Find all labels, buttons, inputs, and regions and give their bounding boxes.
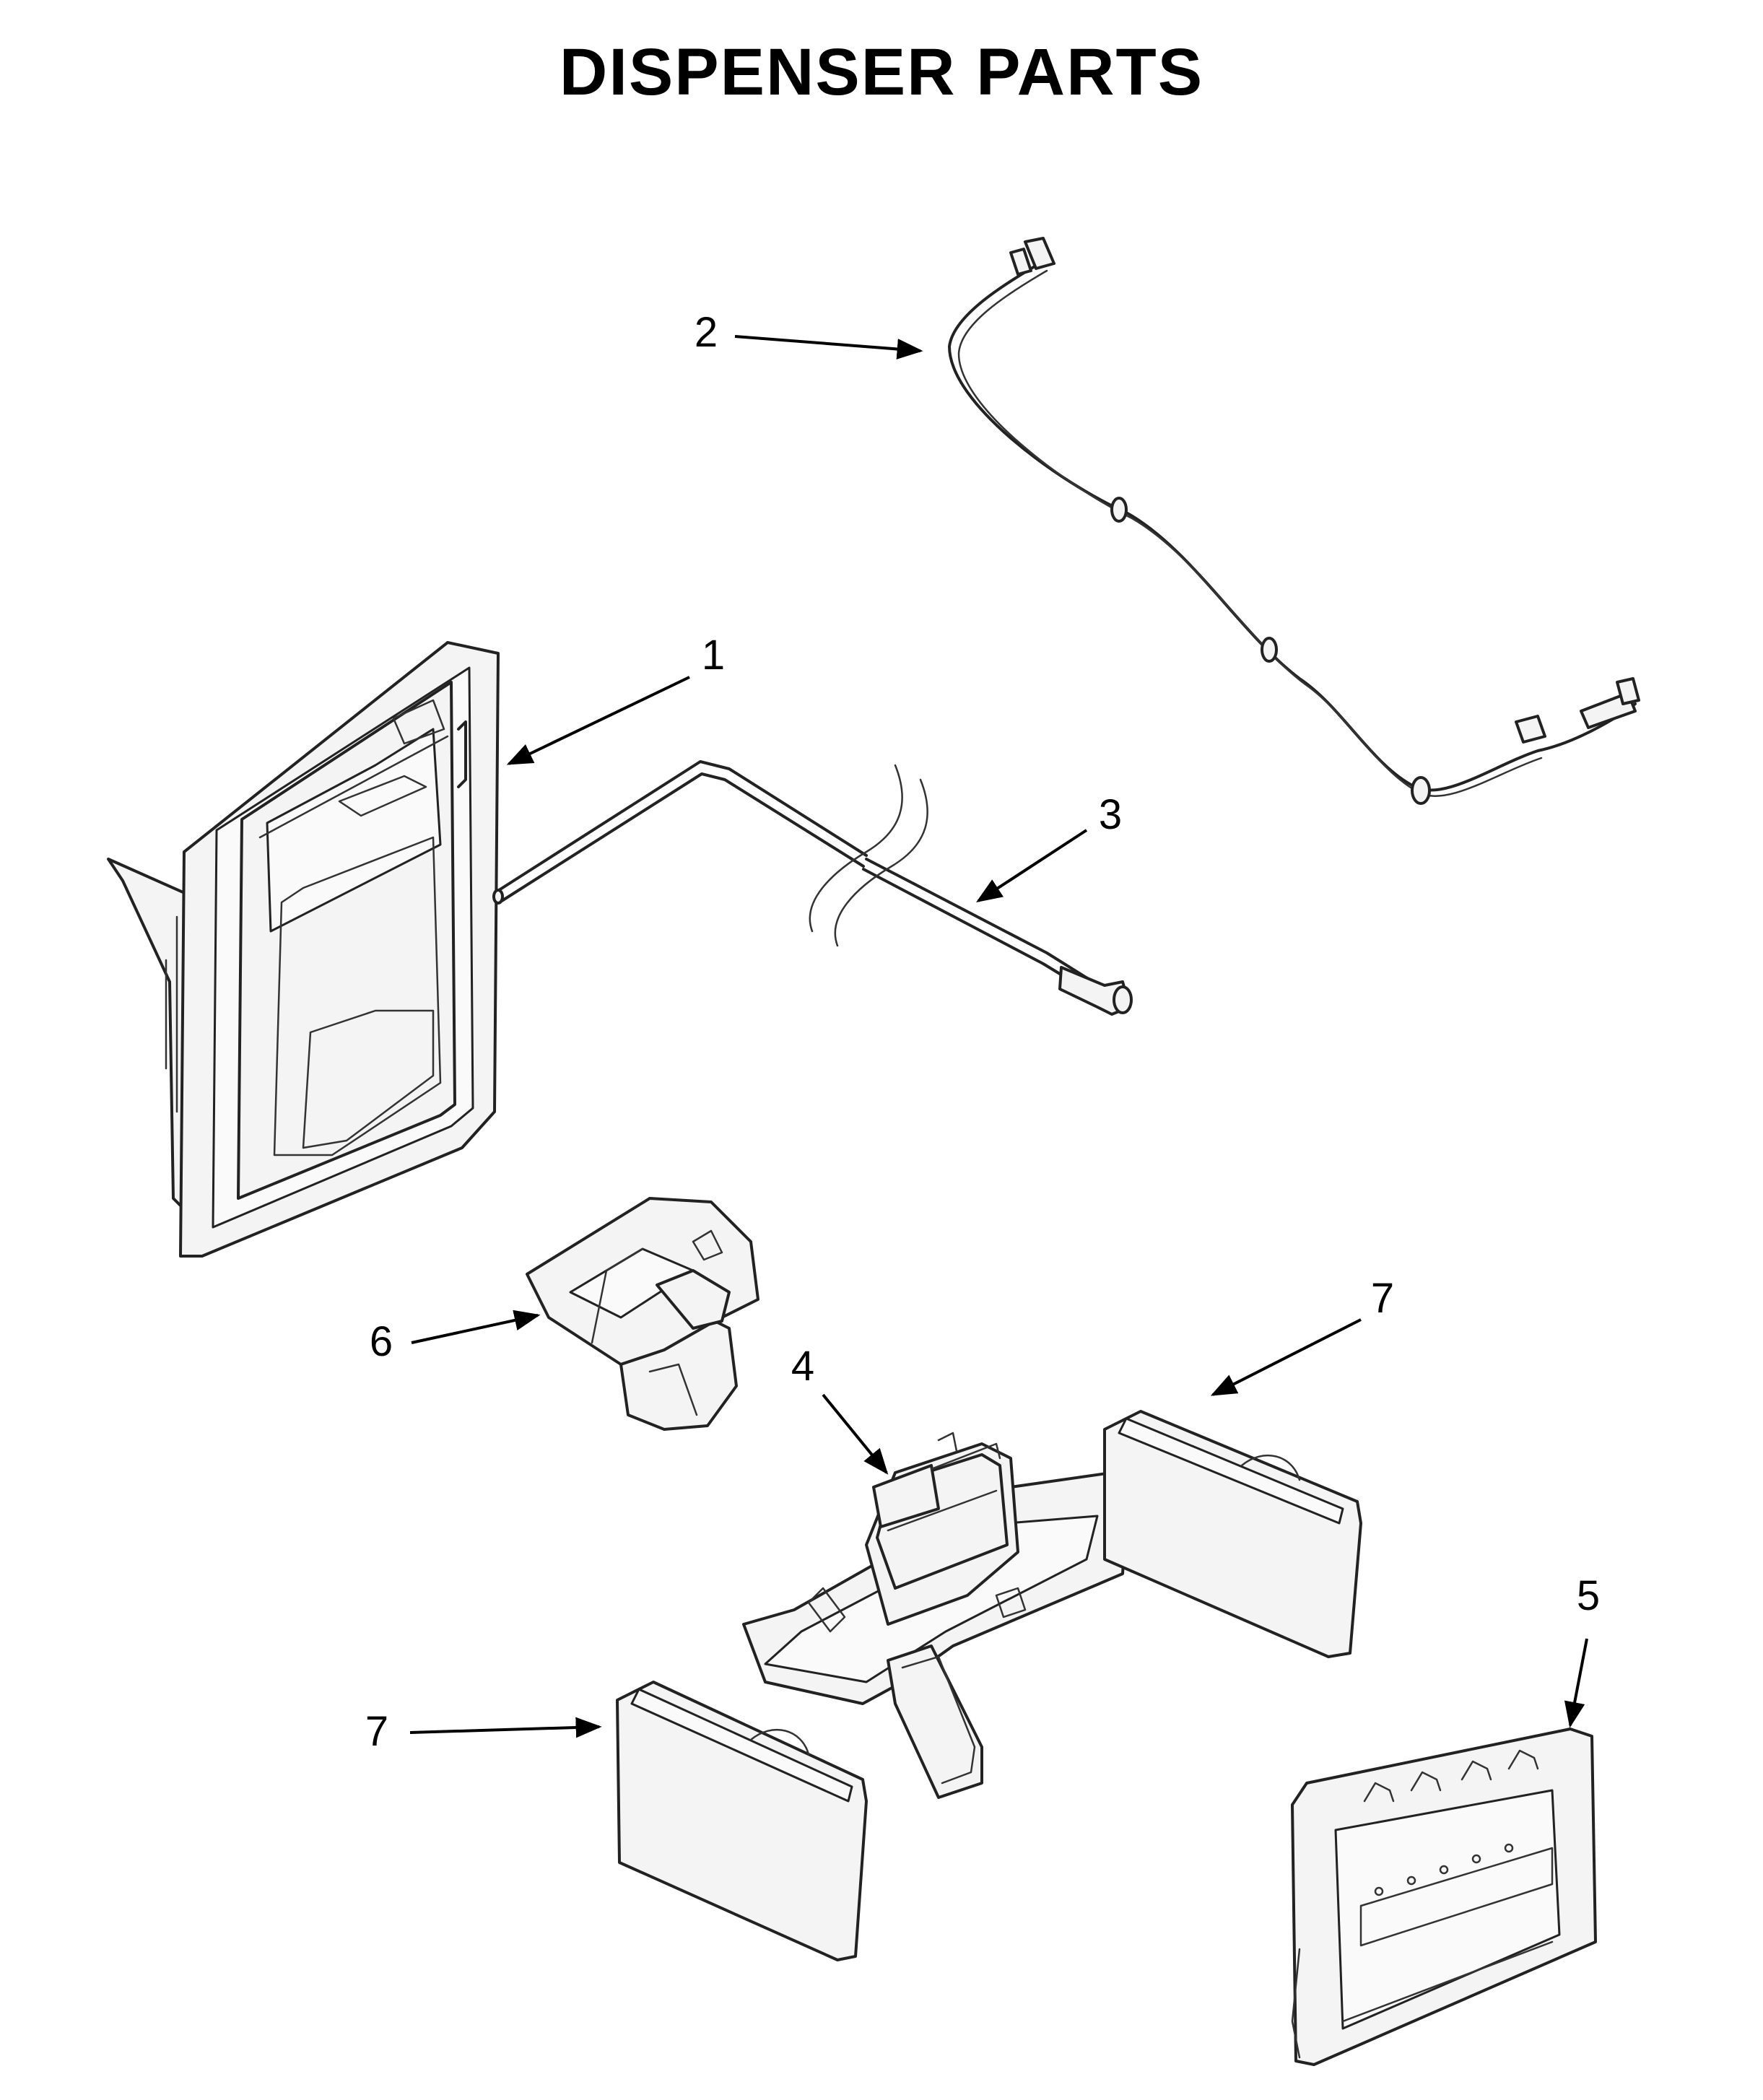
callout-7-upper: 7 xyxy=(1371,1275,1394,1322)
callout-6: 6 xyxy=(370,1318,393,1365)
part-7-side-panel-lower xyxy=(616,1681,868,1961)
callout-5: 5 xyxy=(1577,1572,1600,1619)
part-5-control-panel xyxy=(1291,1728,1597,2066)
part-6-actuator xyxy=(526,1197,759,1431)
callout-3: 3 xyxy=(1099,791,1122,838)
callout-arrows xyxy=(409,335,1588,1738)
callout-2: 2 xyxy=(695,309,718,356)
part-7-side-panel-upper xyxy=(1103,1410,1362,1658)
part-1-dispenser-housing xyxy=(107,641,500,1258)
part-2-wire-harness xyxy=(948,237,1640,805)
diagram-title: DISPENSER PARTS xyxy=(559,35,1204,109)
part-4-dispenser-module xyxy=(742,1432,1128,1799)
part-3-water-tube xyxy=(492,760,1133,1016)
callout-7-lower: 7 xyxy=(365,1708,388,1755)
callout-4: 4 xyxy=(791,1343,814,1390)
callout-1: 1 xyxy=(702,632,725,679)
